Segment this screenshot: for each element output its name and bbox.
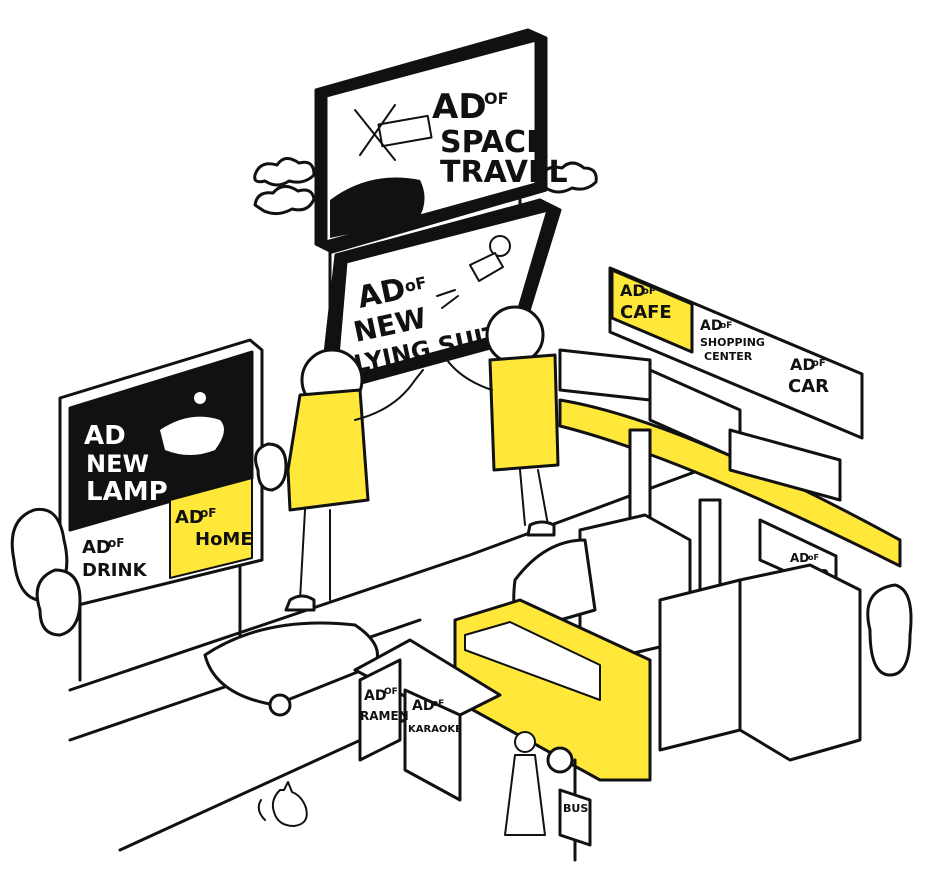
space-travel-of: OF	[484, 89, 509, 108]
flying-suit-person-icon	[436, 235, 511, 309]
cafe-of: oF	[642, 286, 656, 297]
home-line2: HoME	[195, 529, 253, 550]
billboard-row-right: AD oF CAFE AD oF SHOPPING CENTER AD oF C…	[608, 266, 864, 440]
drink-of: oF	[108, 536, 124, 550]
karaoke-line2: KARAOKE	[408, 724, 462, 735]
zoo-line1: AD	[790, 551, 809, 565]
billboard-flying-suits: AD oF NEW FLYING SUITS	[320, 198, 562, 394]
new-lamp-line3: LAMP	[86, 477, 168, 507]
robot-worker-left	[284, 348, 424, 612]
zoo-of: oF	[808, 553, 819, 562]
ramen-line1: AD	[364, 688, 386, 704]
rocket-icon	[354, 104, 433, 161]
drink-line2: DRINK	[82, 560, 148, 581]
monorail	[558, 348, 902, 602]
shopping-line2: SHOPPING	[700, 336, 765, 349]
space-travel-line3: TRAVEL	[440, 155, 568, 190]
magic-lamp-icon	[160, 392, 224, 455]
shopping-of: oF	[720, 321, 732, 331]
billboard-new-lamp: AD NEW LAMP AD oF HoME AD oF DRINK	[58, 338, 264, 682]
cafe-line1: AD	[620, 281, 646, 300]
bus-stop-sign: BUS	[558, 758, 592, 862]
car-white	[203, 621, 379, 717]
robot-worker-right	[446, 305, 560, 537]
cloud-left	[253, 157, 316, 216]
shopping-line1: AD	[700, 318, 722, 334]
cat-icon	[257, 781, 308, 827]
new-lamp-line2: NEW	[86, 450, 149, 478]
bus-stop-label: BUS	[563, 802, 588, 815]
billboard-space-travel: AD OF SPACE TRAVEL	[314, 28, 568, 342]
trees-left	[10, 442, 288, 637]
ramen-line2: RAMEN	[360, 709, 409, 723]
ramen-of: OF	[384, 687, 398, 697]
karaoke-of: oF	[432, 699, 444, 709]
shopping-line3: CENTER	[704, 350, 753, 363]
tree-right	[866, 583, 913, 677]
new-lamp-line1: AD	[84, 421, 126, 451]
drink-line1: AD	[82, 537, 111, 558]
bus-shelter: AD OF RAMEN AD oF KARAOKE	[353, 638, 502, 802]
cafe-line2: CAFE	[620, 302, 672, 323]
home-of: oF	[200, 506, 216, 520]
buildings	[578, 513, 862, 762]
space-travel-line2: SPACE	[440, 125, 547, 160]
car-line1: AD	[790, 355, 816, 374]
car-line2: CAR	[788, 376, 829, 397]
flying-suits-of: oF	[403, 273, 428, 296]
car-of: oF	[812, 358, 826, 369]
person-waiting	[504, 731, 546, 836]
karaoke-line1: AD	[412, 698, 434, 714]
home-line1: AD	[175, 507, 204, 528]
space-travel-line1: AD	[432, 87, 487, 127]
